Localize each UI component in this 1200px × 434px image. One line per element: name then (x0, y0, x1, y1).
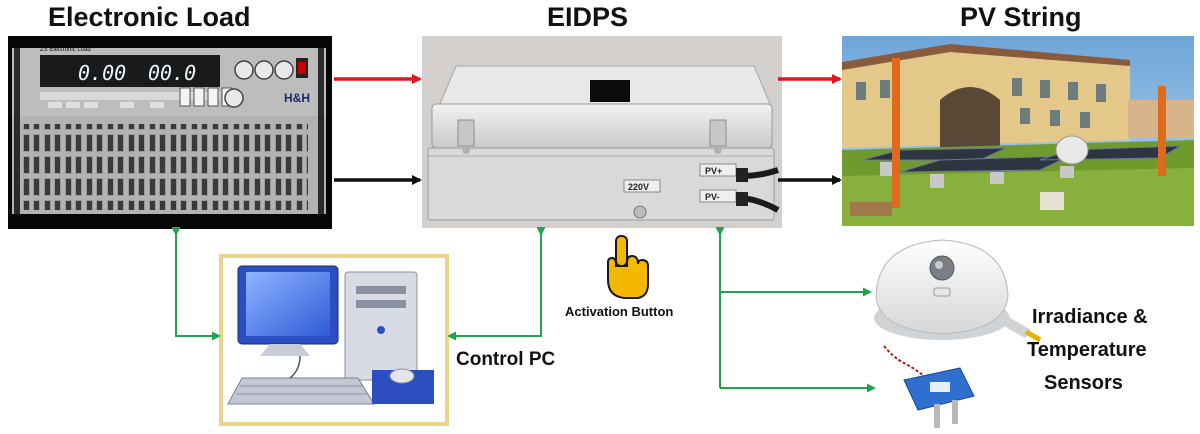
load-display-voltage: 0.00 (78, 61, 126, 85)
load-brand-logo: H&H (284, 91, 310, 105)
label-sensors-line-2: Temperature (1027, 339, 1147, 361)
title-eidps: EIDPS (547, 2, 629, 32)
port-220v-label: 220V (628, 182, 649, 192)
label-activation-button: Activation Button (565, 304, 674, 319)
label-sensors-line-1: Irradiance & (1032, 306, 1148, 328)
title-electronic-load: Electronic Load (48, 2, 251, 32)
comm-link-eidps-pc (447, 227, 546, 341)
load-header-text: ZS Electronic Load (40, 47, 91, 53)
comm-link-load-pc (171, 227, 221, 341)
label-sensors-line-3: Sensors (1044, 372, 1123, 394)
port-pv-minus-label: PV- (705, 192, 720, 202)
activation-hand-icon (607, 235, 649, 299)
temperature-sensor-image (883, 345, 975, 428)
load-display-current: 00.0 (148, 61, 196, 85)
pv-string-image (842, 36, 1194, 226)
electronic-load-image (8, 36, 332, 229)
port-pv-plus-label: PV+ (705, 166, 722, 176)
irradiance-sensor-image (874, 239, 1042, 343)
title-pv-string: PV String (960, 2, 1082, 32)
eidps-box-image (422, 36, 782, 228)
control-pc-image (219, 254, 449, 426)
label-control-pc: Control PC (456, 349, 556, 370)
